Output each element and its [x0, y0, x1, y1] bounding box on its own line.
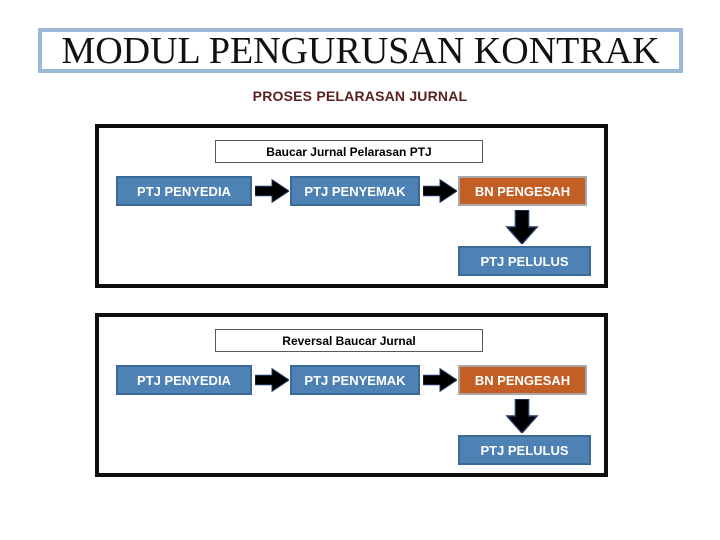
- flow-step-ptj-penyemak: PTJ PENYEMAK: [290, 365, 420, 395]
- flow-step-ptj-penyedia: PTJ PENYEDIA: [116, 365, 252, 395]
- flow-step-bn-pengesah: BN PENGESAH: [458, 176, 587, 206]
- flow-step-ptj-penyedia: PTJ PENYEDIA: [116, 176, 252, 206]
- page-title: MODUL PENGURUSAN KONTRAK: [61, 29, 660, 72]
- process-panel-reversal: Reversal Baucar Jurnal PTJ PENYEDIA PTJ …: [95, 313, 608, 477]
- flow-step-ptj-penyemak: PTJ PENYEMAK: [290, 176, 420, 206]
- process-panel-pelarasan: Baucar Jurnal Pelarasan PTJ PTJ PENYEDIA…: [95, 124, 608, 288]
- arrow-down-icon: [505, 399, 539, 433]
- flow-step-ptj-pelulus: PTJ PELULUS: [458, 435, 591, 465]
- slide-subtitle: PROSES PELARASAN JURNAL: [252, 88, 468, 104]
- arrow-right-icon: [255, 368, 289, 392]
- flow-step-bn-pengesah: BN PENGESAH: [458, 365, 587, 395]
- panel-header: Baucar Jurnal Pelarasan PTJ: [215, 140, 483, 163]
- panel-header: Reversal Baucar Jurnal: [215, 329, 483, 352]
- flow-step-ptj-pelulus: PTJ PELULUS: [458, 246, 591, 276]
- slide-title-box: MODUL PENGURUSAN KONTRAK: [38, 28, 683, 73]
- arrow-right-icon: [423, 368, 457, 392]
- arrow-down-icon: [505, 210, 539, 244]
- arrow-right-icon: [255, 179, 289, 203]
- arrow-right-icon: [423, 179, 457, 203]
